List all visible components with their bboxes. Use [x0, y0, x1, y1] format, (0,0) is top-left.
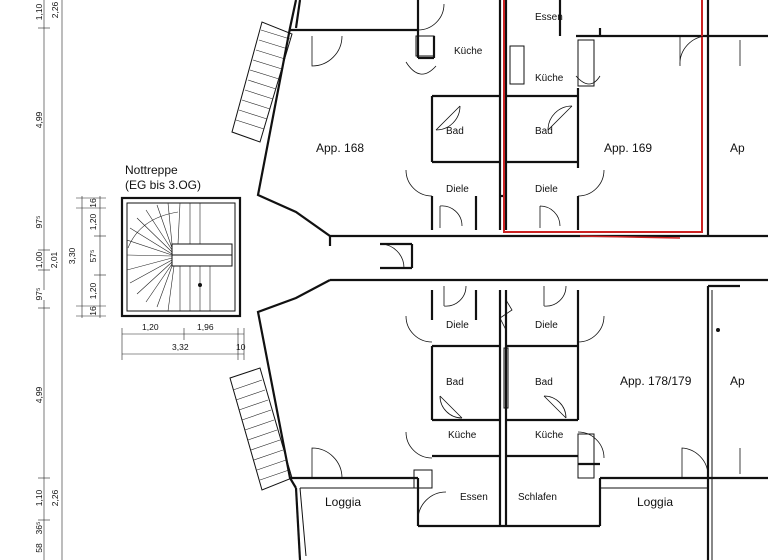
label-bad-top-left: Bad — [446, 126, 464, 137]
dim-v-330: 3,30 — [67, 247, 77, 264]
label-diele-top-left: Diele — [446, 184, 469, 195]
dim-top-226: 2,26 — [50, 1, 60, 18]
nottreppe-horizontal-dims — [121, 328, 245, 360]
dim-top-110: 1,10 — [34, 3, 44, 20]
doors-bottom — [311, 285, 741, 521]
loggia-outlines — [299, 487, 708, 557]
label-essen-top: Essen — [535, 12, 563, 23]
left-dimension-chain — [38, 0, 63, 560]
external-stair-bottom — [229, 367, 293, 491]
dim-left-499-bottom: 4,99 — [34, 386, 44, 403]
doors-top — [311, 3, 741, 228]
dim-left-100: 1,00 — [34, 251, 44, 268]
building-walls-bottom — [256, 279, 768, 560]
dim-h-332: 3,32 — [172, 342, 189, 352]
label-loggia-left: Loggia — [325, 495, 361, 509]
dim-bottom-36: 36⁵ — [34, 522, 44, 535]
label-schlafen: Schlafen — [518, 492, 557, 503]
label-app-168: App. 168 — [316, 141, 364, 155]
dim-v-16-top: 16 — [88, 198, 98, 208]
dim-left-499-top: 4,99 — [34, 111, 44, 128]
external-stair-top — [231, 21, 293, 143]
dim-h-196: 1,96 — [197, 322, 214, 332]
corridor — [328, 236, 768, 282]
dim-v-120-top: 1,20 — [88, 213, 98, 230]
nottreppe-dimension-chain — [76, 196, 106, 318]
label-diele-top-right: Diele — [535, 184, 558, 195]
label-diele-bottom-right: Diele — [535, 320, 558, 331]
nottreppe-label: Nottreppe — [125, 163, 178, 177]
building-walls-right — [708, 284, 740, 560]
label-kueche-bottom-right: Küche — [535, 430, 564, 441]
dim-bottom-226: 2,26 — [50, 489, 60, 506]
dim-v-120-bottom: 1,20 — [88, 282, 98, 299]
label-diele-bottom-left: Diele — [446, 320, 469, 331]
dim-left-97-top: 97⁵ — [34, 216, 44, 229]
label-bad-bottom-left: Bad — [446, 377, 464, 388]
dim-v-16-bottom: 16 — [88, 306, 98, 316]
nottreppe-stair — [120, 196, 242, 318]
label-essen-bottom: Essen — [460, 492, 488, 503]
label-app-partial-bottom: Ap — [730, 374, 745, 388]
dim-left-97-bottom: 97⁵ — [34, 288, 44, 301]
dim-h-10: 10 — [236, 342, 246, 352]
dim-bottom-110: 1,10 — [34, 489, 44, 506]
label-app-partial-top: Ap — [730, 141, 745, 155]
label-kueche-top-left: Küche — [454, 46, 483, 57]
label-app-178-179: App. 178/179 — [620, 374, 692, 388]
nottreppe-sublabel: (EG bis 3.OG) — [125, 178, 201, 192]
label-bad-bottom-right: Bad — [535, 377, 553, 388]
label-kueche-bottom-left: Küche — [448, 430, 477, 441]
dim-v-57: 57⁵ — [88, 250, 98, 263]
label-kueche-top-right: Küche — [535, 73, 564, 84]
building-walls-top — [256, 0, 768, 238]
dim-bottom-58: 58 — [34, 543, 44, 553]
dim-left-201: 2,01 — [49, 251, 59, 268]
label-loggia-right: Loggia — [637, 495, 673, 509]
label-app-169: App. 169 — [604, 141, 652, 155]
label-bad-top-right: Bad — [535, 126, 553, 137]
dim-h-120: 1,20 — [142, 322, 159, 332]
highlighted-apartment-outline — [503, 0, 703, 239]
